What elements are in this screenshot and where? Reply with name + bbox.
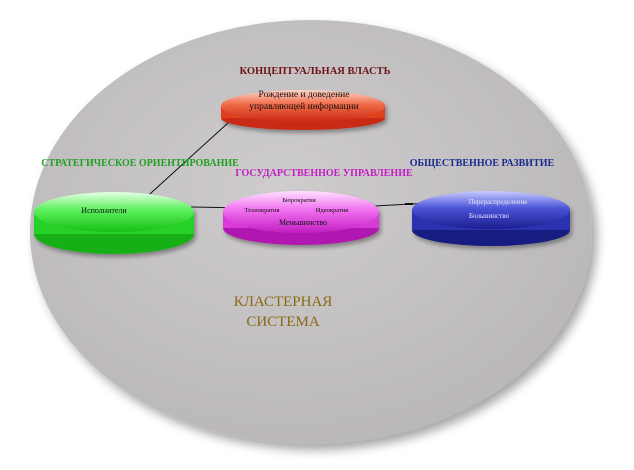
heading-social: ОБЩЕСТВЕННОЕ РАЗВИТИЕ — [409, 158, 555, 169]
state-node-top: Бюрократия — [282, 197, 316, 204]
state-node-right: Идеократия — [315, 207, 349, 214]
heading-state: ГОСУДАРСТВЕННОЕ УПРАВЛЕНИЕ — [235, 168, 413, 179]
social-node-line2: Большинство — [469, 212, 509, 220]
state-node-bottom: Меньшинство — [279, 218, 327, 227]
heading-concept: КОНЦЕПТУАЛЬНАЯ ВЛАСТЬ — [239, 66, 391, 77]
concept-node-line1: Рождение и доведение — [258, 90, 350, 100]
state-node — [223, 191, 379, 245]
strategic-node — [34, 192, 194, 254]
strategic-node-label: Исполнители — [81, 206, 127, 215]
cluster-label: КЛАСТЕРНАЯ СИСТЕМА — [234, 292, 333, 332]
social-node-line1: Перераспределение — [468, 198, 528, 206]
heading-strategic: СТРАТЕГИЧЕСКОЕ ОРИЕНТИРОВАНИЕ — [41, 158, 239, 169]
concept-node — [221, 90, 385, 130]
connector-concept-strategic — [139, 111, 241, 204]
social-node — [412, 191, 570, 246]
cluster-label-line1: КЛАСТЕРНАЯ — [233, 294, 333, 310]
concept-node-line2: управляющей информации — [249, 102, 359, 112]
cluster-label-line2: СИСТЕМА — [246, 314, 320, 330]
connector-tick-right — [405, 203, 413, 205]
state-node-left: Технократия — [244, 207, 280, 214]
